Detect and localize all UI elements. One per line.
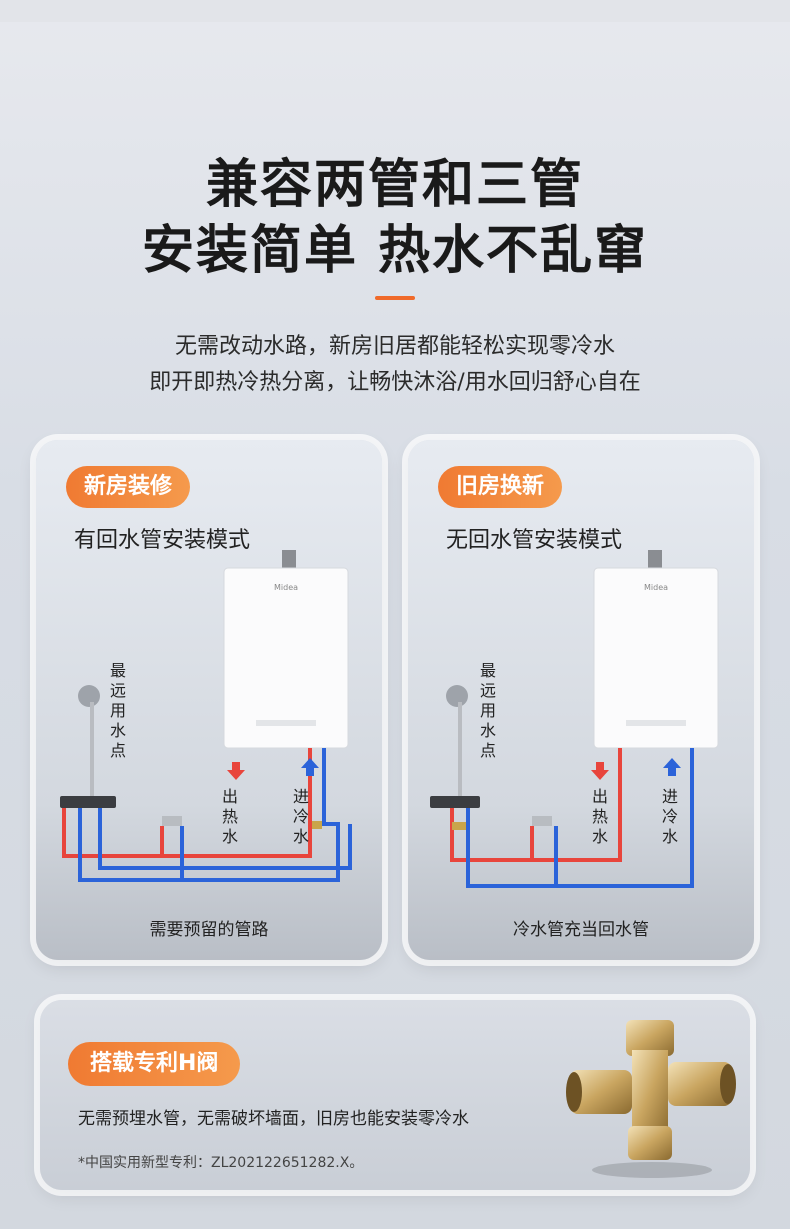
shower-rail: [458, 702, 462, 806]
h-valve-small: [452, 822, 466, 830]
accent-divider: [375, 296, 415, 300]
headline-line2: 安装简单 热水不乱窜: [141, 221, 649, 281]
cold-in-label-3: 水: [662, 827, 678, 846]
shower-head: [446, 685, 468, 707]
water-heater: [223, 567, 349, 749]
faucet: [532, 816, 552, 826]
shower-head: [78, 685, 100, 707]
h-valve-small: [312, 821, 322, 829]
heater-flue: [648, 550, 662, 570]
h-valve-description: 无需预埋水管，无需破坏墙面，旧房也能安装零冷水: [78, 1109, 469, 1129]
old-house-mode: 无回水管安装模式: [446, 528, 623, 553]
hot-out-label-1: 出: [592, 787, 608, 806]
cold-in-label-3: 水: [293, 827, 309, 846]
subtitle-line1: 无需改动水路，新房旧居都能轻松实现零冷水: [174, 334, 615, 359]
mixer-valve: [430, 796, 480, 808]
hot-out-label-1: 出: [222, 787, 238, 806]
farthest-label-1: 最: [110, 661, 126, 680]
cold-in-label-2: 冷: [293, 807, 309, 826]
old-house-badge: 旧房换新: [438, 466, 563, 508]
farthest-label-4: 水: [110, 721, 126, 740]
heater-brand: Midea: [274, 583, 298, 592]
h-valve-feature-card: 搭载专利H阀 无需预埋水管，无需破坏墙面，旧房也能安装零冷水 *中国实用新型专利…: [40, 1000, 750, 1190]
farthest-label-1: 最: [480, 661, 496, 680]
return-pipe: [98, 808, 352, 870]
hot-out-arrow: [591, 762, 609, 780]
new-house-badge: 新房装修: [66, 466, 191, 508]
hot-pipe: [450, 748, 622, 862]
shower-rail: [90, 702, 94, 806]
hot-out-label-3: 水: [222, 827, 238, 846]
h-valve-image: [566, 1020, 736, 1178]
new-house-caption: 需要预留的管路: [149, 920, 269, 940]
hot-pipe: [62, 748, 312, 858]
heater-flue: [282, 550, 296, 570]
heater-display: [256, 720, 316, 726]
cold-in-label-1: 进: [293, 787, 309, 806]
cold-pipe: [78, 748, 340, 882]
old-house-caption: 冷水管充当回水管: [513, 920, 649, 940]
heater-display: [626, 720, 686, 726]
new-house-card: Midea 最 远 用 水 点 出 热 水 进 冷 水 新: [36, 440, 382, 960]
cold-in-arrow: [301, 758, 319, 776]
h-valve-badge: 搭载专利H阀: [68, 1042, 241, 1086]
faucet: [162, 816, 182, 826]
farthest-label-3: 用: [480, 701, 496, 720]
two-pipe-diagram: Midea 最 远 用 水 点 出 热 水 进 冷 水: [60, 550, 352, 882]
farthest-label-2: 远: [480, 681, 496, 700]
hot-out-label-2: 热: [222, 807, 238, 826]
one-pipe-diagram: Midea 最 远 用 水 点 出 热 水 进 冷 水: [430, 550, 719, 888]
old-house-card: Midea 最 远 用 水 点 出 热 水 进 冷 水 旧房换新 无回水管安装模…: [408, 440, 754, 960]
farthest-label-5: 点: [480, 741, 496, 760]
cold-pipe: [466, 748, 694, 888]
farthest-label-3: 用: [110, 701, 126, 720]
cold-in-arrow: [663, 758, 681, 776]
water-heater: [593, 567, 719, 749]
cold-in-label-2: 冷: [662, 807, 678, 826]
farthest-label-5: 点: [110, 741, 126, 760]
mixer-valve: [60, 796, 116, 808]
subtitle-line2: 即开即热冷热分离，让畅快沐浴/用水回归舒心自在: [149, 370, 641, 395]
hot-out-label-3: 水: [592, 827, 608, 846]
hot-out-label-2: 热: [592, 807, 608, 826]
new-house-mode: 有回水管安装模式: [74, 528, 251, 553]
hot-out-arrow: [227, 762, 245, 780]
farthest-label-2: 远: [110, 681, 126, 700]
farthest-label-4: 水: [480, 721, 496, 740]
heater-brand: Midea: [644, 583, 668, 592]
headline-line1: 兼容两管和三管: [205, 155, 584, 215]
cold-in-label-1: 进: [662, 787, 678, 806]
top-band: [0, 0, 790, 22]
patent-note: *中国实用新型专利：ZL202122651282.X。: [78, 1155, 364, 1171]
